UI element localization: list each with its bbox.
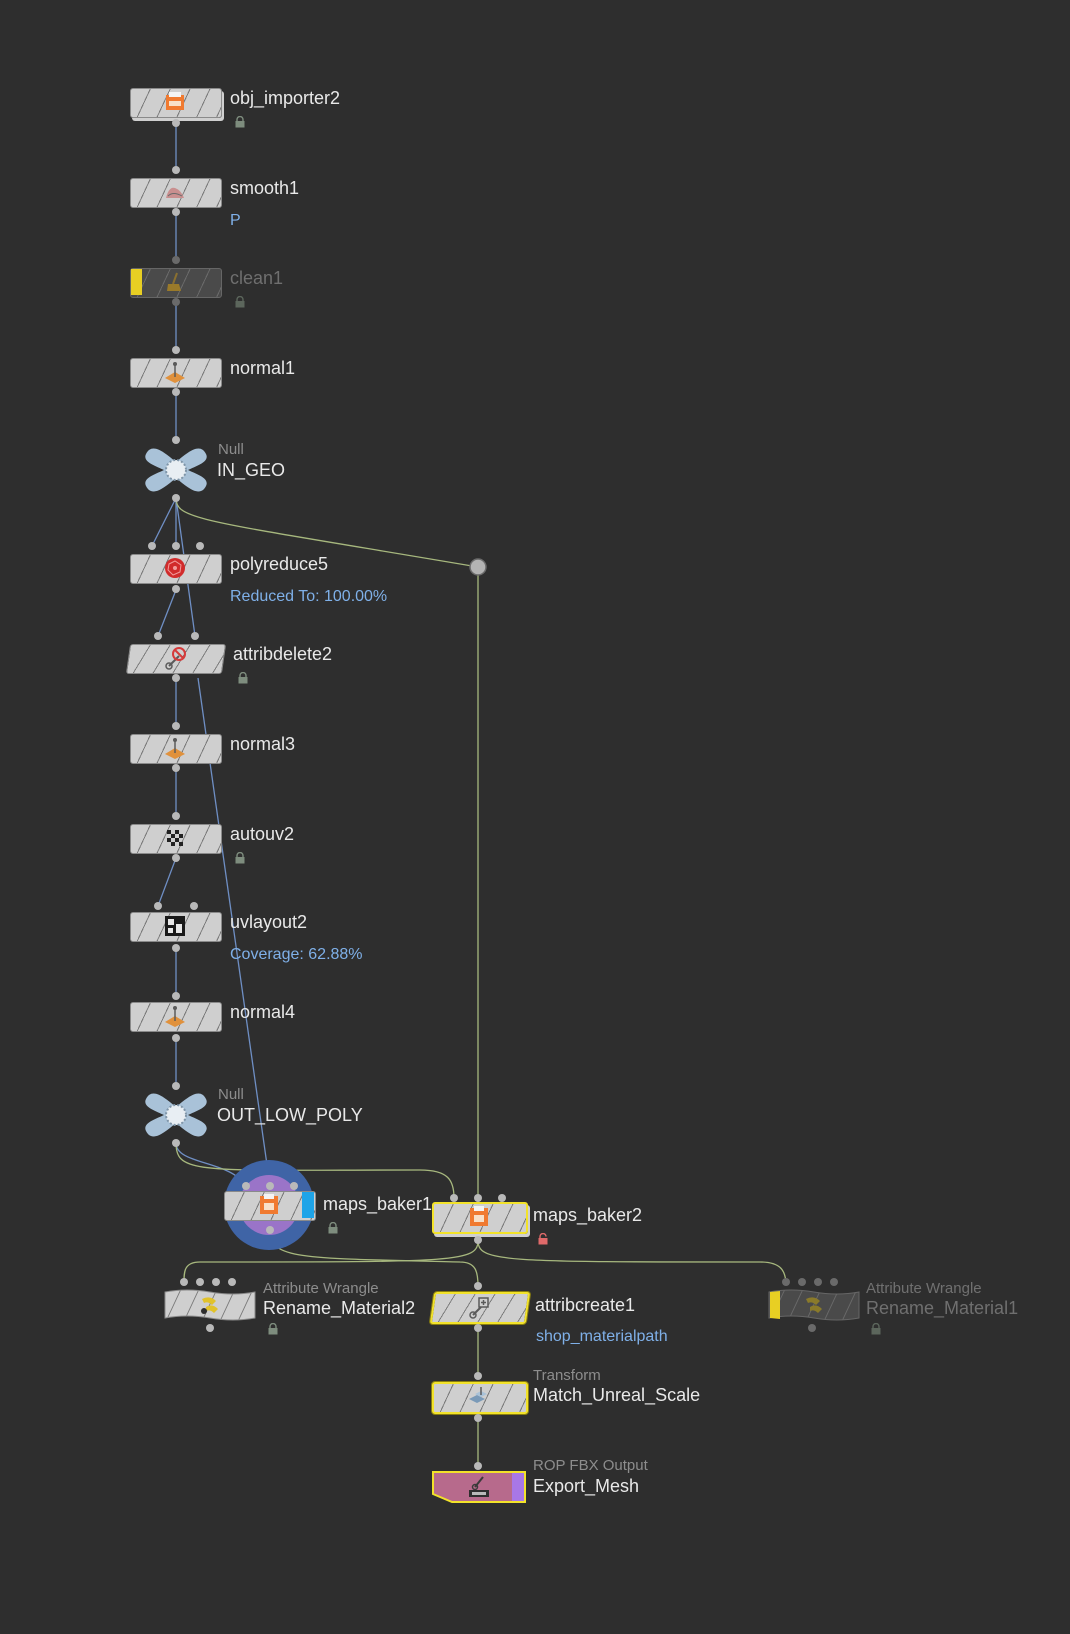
node-label-in-geo: IN_GEO xyxy=(217,460,286,480)
node-autouv2[interactable] xyxy=(130,822,222,854)
node-type-in-geo: Null xyxy=(218,441,244,458)
lock-icon[interactable] xyxy=(870,1323,882,1335)
node-label-rename-material2: Rename_Material2 xyxy=(263,1298,416,1318)
node-info-smooth1: P xyxy=(230,212,241,229)
node-label-export-mesh: Export_Mesh xyxy=(533,1476,640,1496)
node-normal1[interactable] xyxy=(130,356,222,388)
node-label-normal4: normal4 xyxy=(230,1002,296,1022)
node-rename-material1[interactable] xyxy=(768,1288,860,1322)
lock-icon[interactable] xyxy=(234,296,246,308)
wire-polyreduce-attribdelete xyxy=(157,589,177,637)
render-flag[interactable] xyxy=(512,1473,524,1501)
node-rename-material2[interactable] xyxy=(164,1288,256,1322)
node-label-autouv2: autouv2 xyxy=(230,824,295,844)
node-label-normal3: normal3 xyxy=(230,734,296,754)
node-out-low-poly[interactable] xyxy=(142,1089,210,1141)
node-label-smooth1: smooth1 xyxy=(230,178,300,198)
node-label-polyreduce5: polyreduce5 xyxy=(230,554,329,574)
node-smooth1[interactable] xyxy=(130,176,222,208)
wrangle-icon xyxy=(806,1297,822,1313)
uvlayout-icon xyxy=(165,916,185,936)
node-label-attribcreate1: attribcreate1 xyxy=(535,1295,636,1315)
transform-icon xyxy=(469,1387,487,1403)
attribcreate-icon xyxy=(469,1297,489,1319)
node-info-uvlayout2: Coverage: 62.88% xyxy=(230,946,363,963)
lock-icon[interactable] xyxy=(327,1222,339,1234)
node-in-geo[interactable] xyxy=(142,444,210,496)
polyreduce-icon xyxy=(165,558,185,578)
node-label-clean1: clean1 xyxy=(230,268,284,288)
wire-elbow-dot[interactable] xyxy=(469,558,487,576)
node-maps-baker1[interactable] xyxy=(222,1158,318,1252)
wire-autouv-uvlayout xyxy=(157,857,177,907)
node-type-export-mesh: ROP FBX Output xyxy=(533,1457,648,1474)
node-label-out-low-poly: OUT_LOW_POLY xyxy=(217,1105,363,1125)
node-label-maps-baker1: maps_baker1 xyxy=(323,1194,433,1214)
wire-outlowpoly-mapsbaker2 xyxy=(175,1142,455,1199)
node-label-match-unreal-scale: Match_Unreal_Scale xyxy=(533,1385,701,1405)
node-uvlayout2[interactable] xyxy=(130,910,222,942)
bypass-flag[interactable] xyxy=(131,269,142,295)
rop-node-body xyxy=(432,1471,526,1503)
wire-ingeo-polyreduce xyxy=(151,497,177,547)
node-attribcreate1[interactable] xyxy=(429,1292,531,1326)
node-maps-baker2[interactable] xyxy=(432,1202,528,1236)
wire-mapsbaker2-rename2 xyxy=(183,1239,479,1283)
lock-icon[interactable] xyxy=(267,1323,279,1335)
broom-icon xyxy=(167,272,181,291)
bypass-flag[interactable] xyxy=(770,1291,780,1319)
lock-icon[interactable] xyxy=(237,672,249,684)
lock-icon[interactable] xyxy=(234,852,246,864)
unlock-icon[interactable] xyxy=(537,1233,549,1245)
normal-icon xyxy=(165,1006,185,1027)
node-match-unreal-scale[interactable] xyxy=(432,1382,528,1416)
node-normal3[interactable] xyxy=(130,732,222,764)
node-polyreduce5[interactable] xyxy=(130,552,222,584)
lock-icon[interactable] xyxy=(234,116,246,128)
node-type-match-unreal-scale: Transform xyxy=(533,1367,601,1384)
node-attribdelete2[interactable] xyxy=(125,642,227,674)
node-label-uvlayout2: uvlayout2 xyxy=(230,912,308,932)
node-label-obj-importer2: obj_importer2 xyxy=(230,88,341,108)
maps-baker-icon xyxy=(470,1206,488,1226)
node-info-polyreduce5: Reduced To: 100.00% xyxy=(230,588,388,605)
node-type-rename-material1: Attribute Wrangle xyxy=(866,1280,982,1297)
attribdelete-icon xyxy=(165,647,186,670)
smooth-icon xyxy=(166,187,184,198)
normal-icon xyxy=(165,362,185,383)
node-export-mesh[interactable] xyxy=(432,1470,528,1506)
node-label-attribdelete2: attribdelete2 xyxy=(233,644,333,664)
wrangle-icon xyxy=(201,1297,218,1314)
checker-uv-icon xyxy=(167,830,183,846)
null-node-icon xyxy=(145,448,207,492)
node-type-rename-material2: Attribute Wrangle xyxy=(263,1280,379,1297)
node-label-maps-baker2: maps_baker2 xyxy=(533,1205,643,1225)
node-info-attribcreate1: shop_materialpath xyxy=(536,1328,668,1345)
node-normal4[interactable] xyxy=(130,1000,222,1032)
node-label-normal1: normal1 xyxy=(230,358,296,378)
node-clean1[interactable] xyxy=(130,266,222,298)
normal-icon xyxy=(165,738,185,759)
file-import-icon xyxy=(166,92,184,110)
maps-baker-icon xyxy=(260,1194,278,1214)
node-label-rename-material1: Rename_Material1 xyxy=(866,1298,1019,1318)
rop-fbx-icon xyxy=(469,1476,489,1497)
null-node-icon xyxy=(145,1093,207,1137)
wrangle-node-body xyxy=(164,1289,256,1321)
wire-ingeo-dot xyxy=(175,497,479,568)
wrangle-node-body xyxy=(768,1289,860,1321)
display-flag[interactable] xyxy=(302,1192,314,1218)
wire-mapsbaker2-rename1 xyxy=(477,1239,787,1283)
node-obj-importer2[interactable] xyxy=(130,86,230,122)
node-type-out-low-poly: Null xyxy=(218,1086,244,1103)
